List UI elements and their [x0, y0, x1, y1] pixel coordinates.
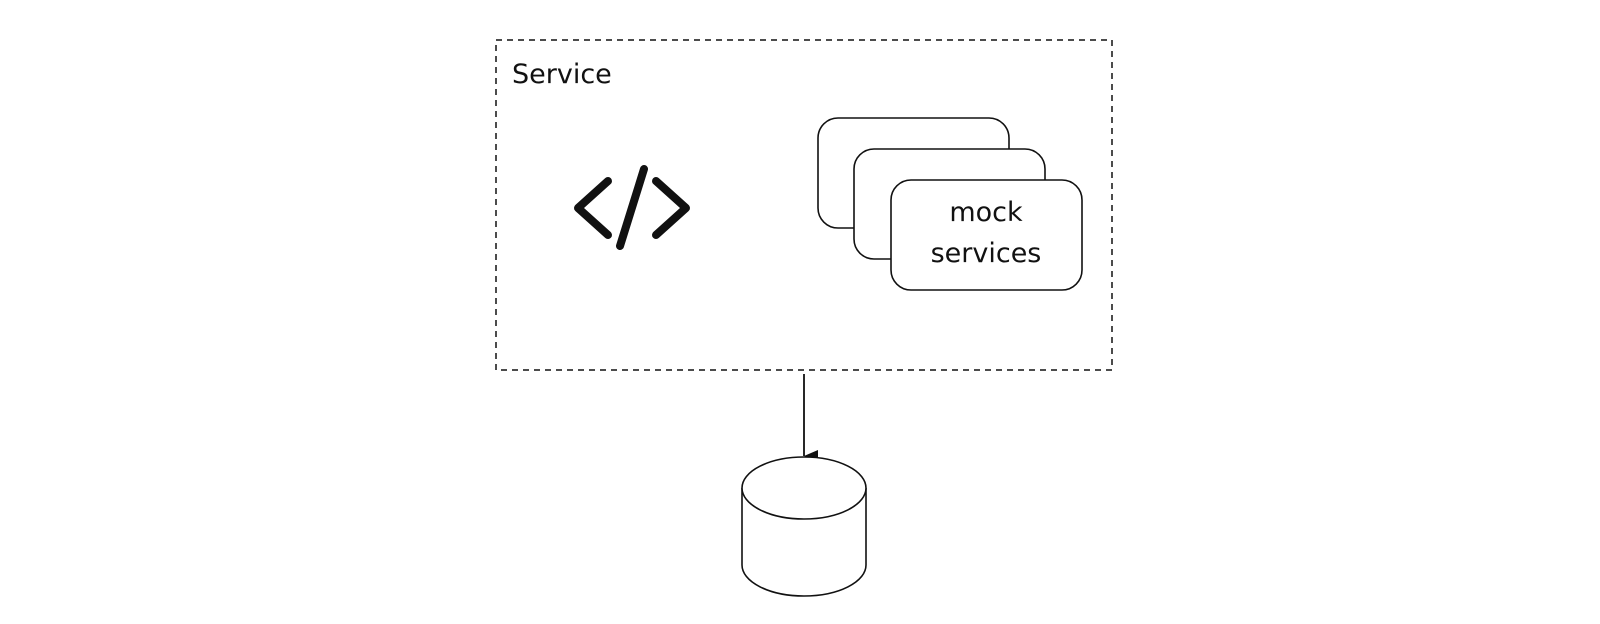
code-icon-left-bracket	[574, 177, 612, 239]
mock-services-label-line2: services	[931, 238, 1042, 269]
service-label: Service	[512, 59, 612, 90]
mock-services-stack[interactable]: mock services	[817, 117, 1083, 291]
code-icon-slash	[616, 165, 648, 250]
service-container[interactable]: Service	[495, 39, 1113, 371]
code-icon	[574, 165, 690, 250]
mock-service-card-front	[890, 179, 1083, 291]
database-icon[interactable]	[741, 456, 867, 597]
code-icon-right-bracket	[652, 177, 690, 239]
service-container-border	[495, 39, 1113, 371]
database-top	[741, 456, 867, 520]
mock-services-label-line1: mock	[949, 197, 1023, 228]
